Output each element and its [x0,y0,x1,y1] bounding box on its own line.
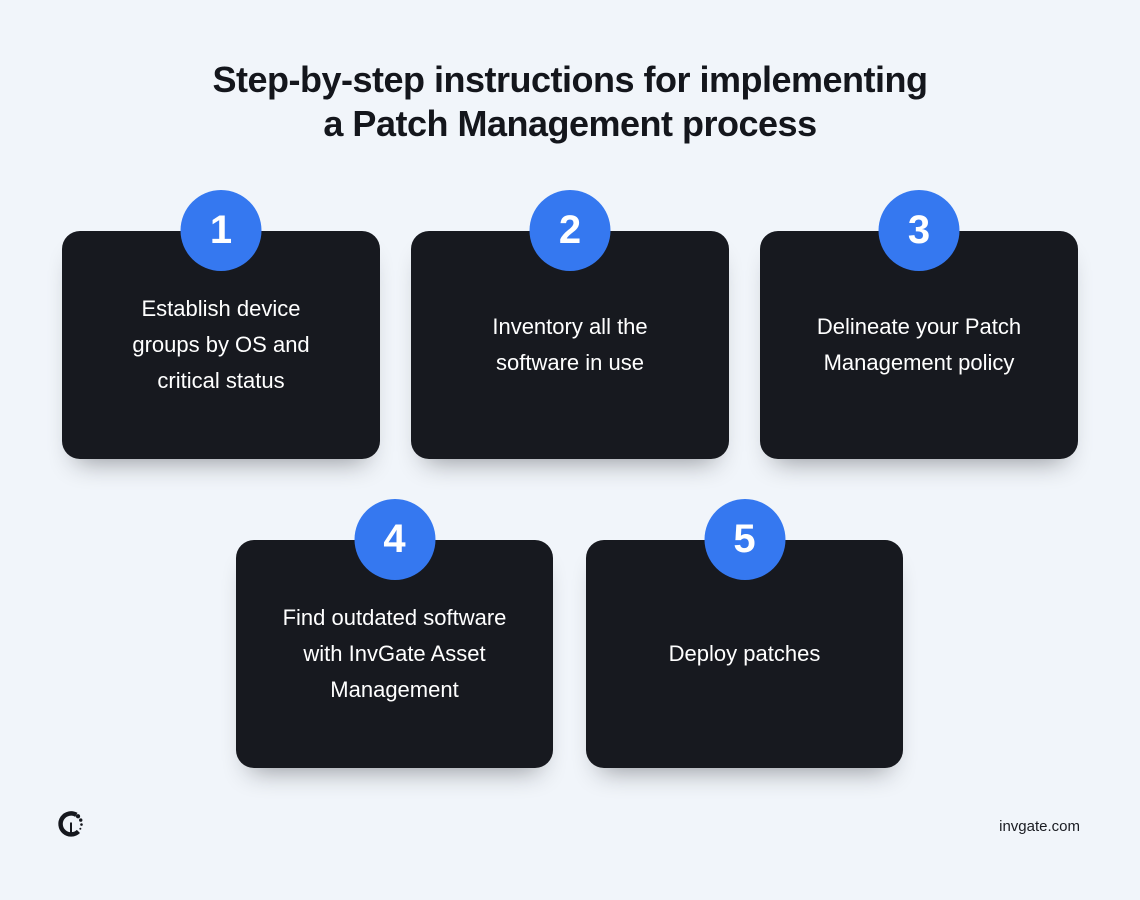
step-text: Establish device groups by OS and critic… [132,296,310,393]
step-card-5: 5 Deploy patches [586,499,903,768]
step-number-badge-4: 4 [354,499,435,580]
step-number: 3 [907,208,931,252]
website-label: invgate.com [999,818,1080,835]
step-card-1: 1 Establish device groups by OS and crit… [62,190,380,459]
step-text: Find outdated software with InvGate Asse… [282,605,507,702]
step-number: 4 [383,517,406,561]
step-text: Delineate your Patch Management policy [816,314,1022,375]
step-text: Deploy patches [668,641,821,666]
step-number-badge-5: 5 [704,499,785,580]
step-number: 2 [558,208,582,252]
step-card-2: 2 Inventory all the software in use [411,190,729,459]
step-text: Inventory all the software in use [492,314,648,375]
step-card-4: 4 Find outdated software with InvGate As… [236,499,553,768]
invgate-logo-icon [56,808,86,840]
step-number-badge-1: 1 [180,190,262,271]
step-number-badge-3: 3 [878,190,960,271]
step-card-3: 3 Delineate your Patch Management policy [760,190,1078,459]
step-number: 5 [733,517,756,561]
page-title: Step-by-step instructions for implementi… [212,59,928,144]
step-number: 1 [209,208,233,252]
step-number-badge-2: 2 [529,190,611,271]
